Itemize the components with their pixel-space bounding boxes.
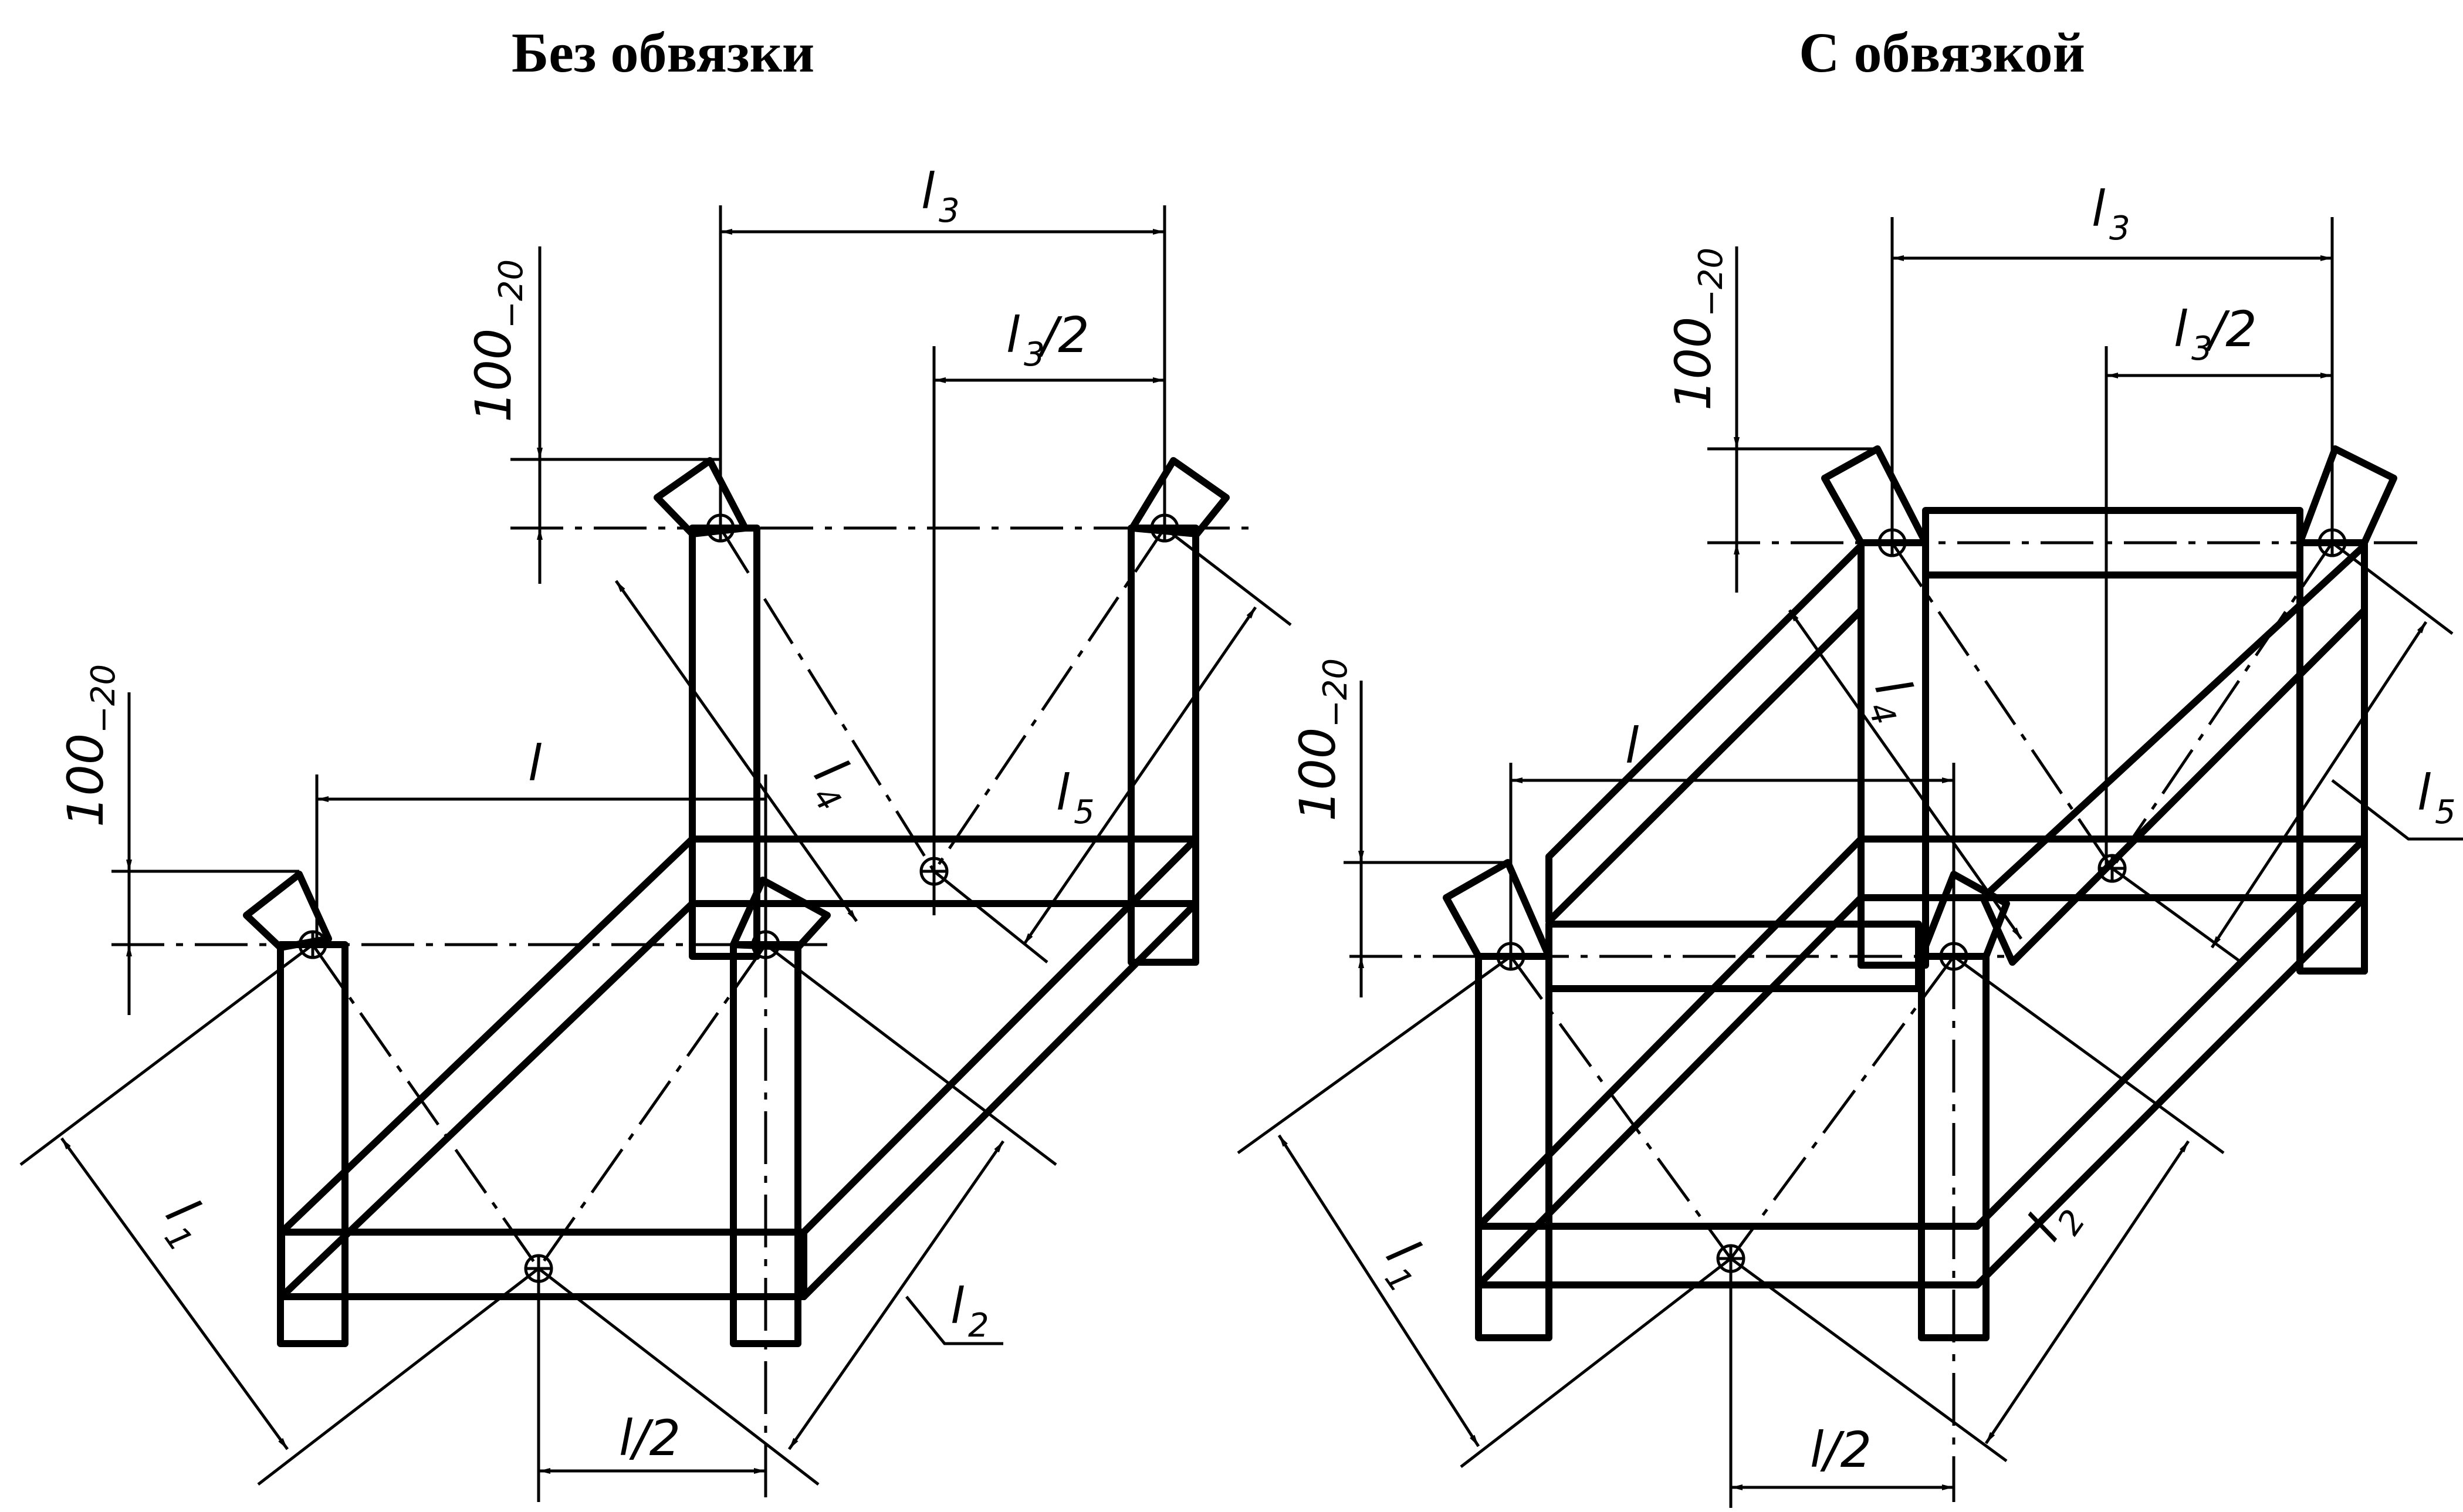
- label-100-front-2: 100: [1289, 728, 1346, 821]
- label-l3-half: l: [1006, 306, 1020, 364]
- label-100-2-tol: −20: [1692, 248, 1730, 317]
- support-frame: [278, 836, 1199, 1300]
- label-l5-sub: 5: [1074, 793, 1095, 831]
- label-l: l: [528, 735, 542, 792]
- label-100-front-2-tol: −20: [1317, 658, 1355, 728]
- front-post-right: [730, 877, 831, 1347]
- dimension-labels: l 3 l 3 /2 l l/2 l 2 l 5 l 1 l 4 100 −20: [57, 163, 1095, 1467]
- dimension-lines-2: [1237, 217, 2463, 1508]
- label-l3-half-sub: 3: [1024, 336, 1045, 374]
- label-l-half: l/2: [619, 1409, 681, 1467]
- dimension-labels-2: l 3 l 3 /2 l l/2 l 5 l 1 l 2 l 4 100 −2: [1289, 180, 2456, 1479]
- title-with-binding: С обвязкой: [1799, 21, 2085, 84]
- label-100-tol: −20: [492, 259, 530, 329]
- label-l-half-2: l/2: [1810, 1421, 1872, 1479]
- label-l3-sub: 3: [939, 192, 960, 230]
- label-l4-2-sub: 4: [1860, 698, 1903, 730]
- dimension-lines: [19, 205, 1292, 1502]
- label-l3-2-sub: 3: [2109, 209, 2130, 248]
- label-l3-half-2-tail: /2: [2205, 300, 2257, 358]
- label-100-front: 100: [57, 733, 114, 827]
- label-l3-2: l: [2092, 180, 2105, 238]
- pivot-points: [298, 513, 1179, 1283]
- label-l-2: l: [1625, 717, 1639, 774]
- label-l2: l: [950, 1277, 964, 1335]
- label-l5-2-sub: 5: [2435, 793, 2456, 831]
- view-without-binding: l 3 l 3 /2 l l/2 l 2 l 5 l 1 l 4 100 −20: [19, 163, 1292, 1502]
- label-l3: l: [921, 163, 935, 220]
- label-100-front-tol: −20: [84, 664, 123, 733]
- label-100-2: 100: [1664, 317, 1722, 411]
- view-with-binding: l 3 l 3 /2 l l/2 l 5 l 1 l 2 l 4 100 −2: [1237, 180, 2463, 1508]
- title-without-binding: Без обвязки: [511, 21, 815, 84]
- label-l5-2: l: [2417, 764, 2431, 821]
- label-l3-half-tail: /2: [1037, 306, 1090, 364]
- label-l3-half-2-sub: 3: [2191, 330, 2212, 368]
- label-l2-sub: 2: [968, 1307, 989, 1345]
- label-l3-half-2: l: [2174, 300, 2187, 358]
- label-100: 100: [465, 329, 522, 422]
- label-l5: l: [1056, 764, 1070, 821]
